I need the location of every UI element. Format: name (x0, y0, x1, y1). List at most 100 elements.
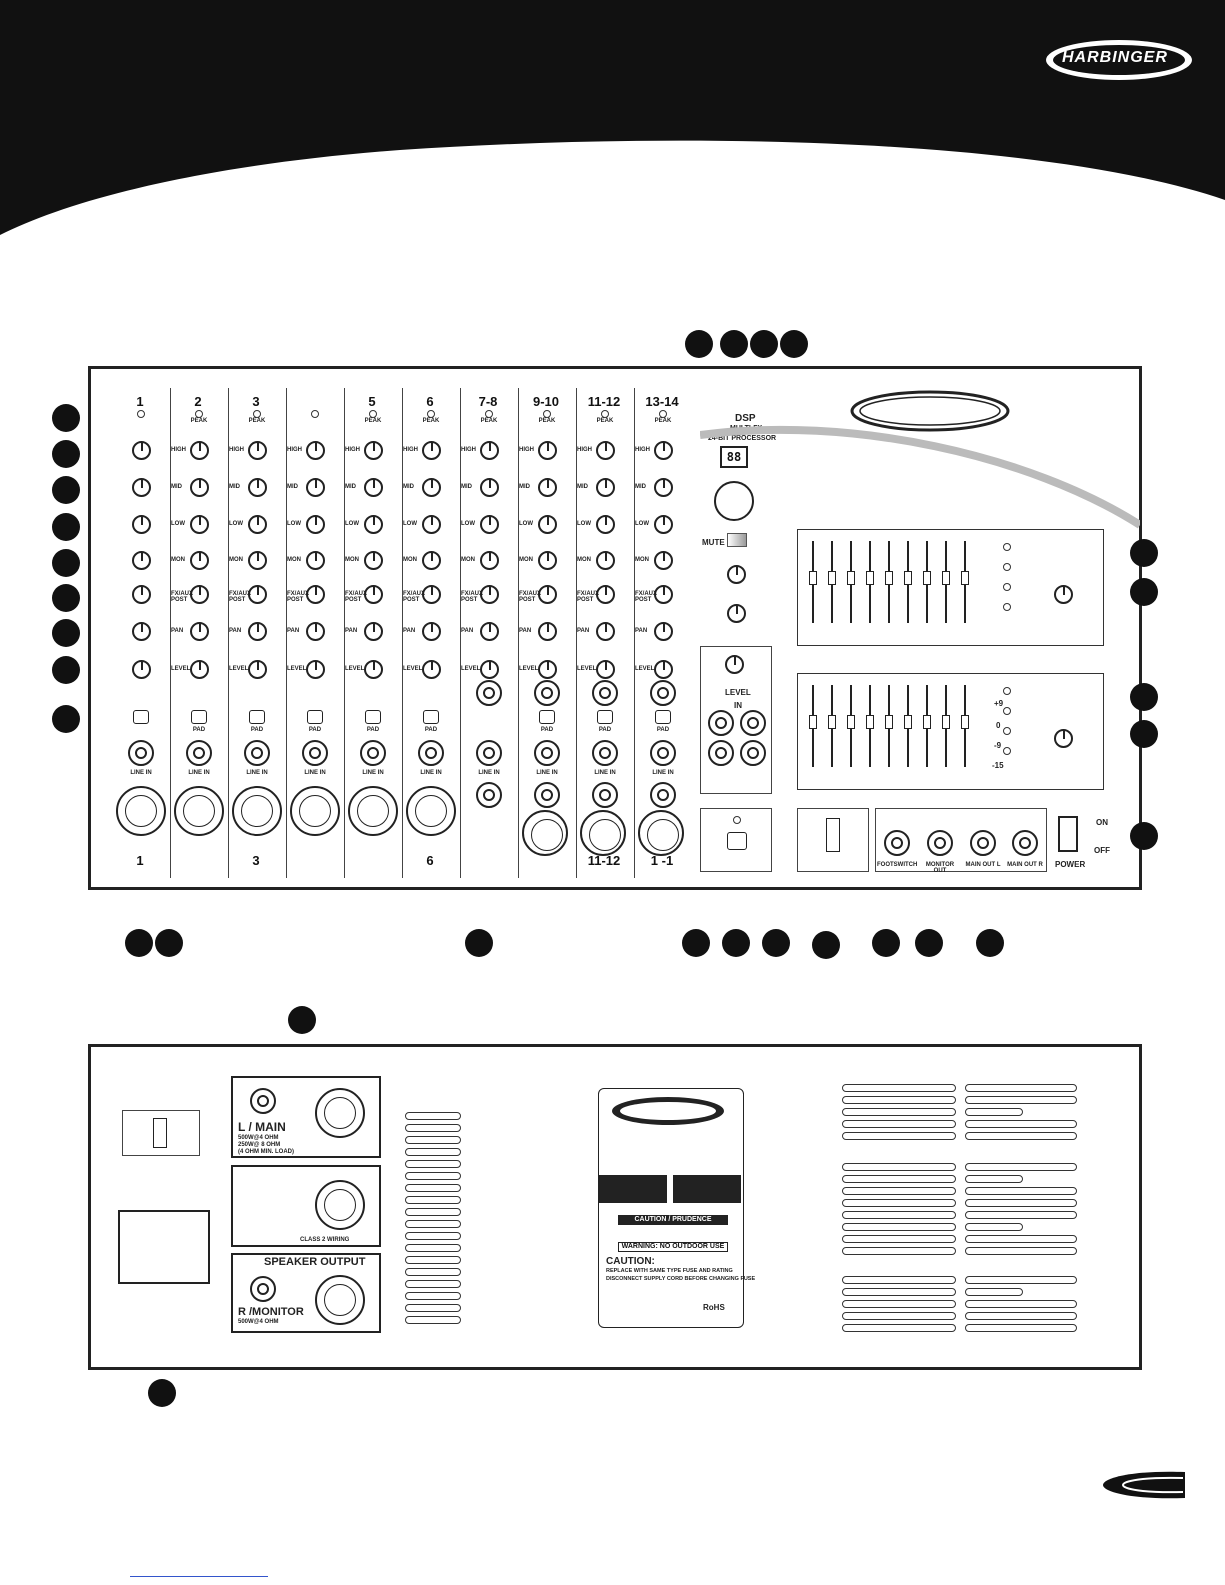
channel-knob[interactable] (538, 585, 557, 604)
channel-knob[interactable] (422, 660, 441, 679)
eq-fader-cap[interactable] (847, 571, 855, 585)
mute-button[interactable] (727, 533, 747, 547)
channel-knob[interactable] (364, 515, 383, 534)
channel-knob[interactable] (190, 551, 209, 570)
eq-fader-cap[interactable] (809, 571, 817, 585)
pad-button[interactable] (655, 710, 671, 724)
rca-jack-r[interactable] (740, 740, 766, 766)
mic-in-xlr[interactable] (406, 786, 456, 836)
channel-knob[interactable] (654, 660, 673, 679)
mic-in-xlr[interactable] (580, 810, 626, 856)
channel-knob[interactable] (248, 515, 267, 534)
line-in-jack[interactable] (476, 740, 502, 766)
mic-in-xlr[interactable] (290, 786, 340, 836)
line-in-jack[interactable] (360, 740, 386, 766)
eq-monitor-level-knob[interactable] (1054, 729, 1073, 748)
fx-return-jack-l[interactable] (708, 710, 734, 736)
channel-knob[interactable] (248, 551, 267, 570)
line-in-jack[interactable] (418, 740, 444, 766)
channel-knob[interactable] (596, 660, 615, 679)
pad-button[interactable] (597, 710, 613, 724)
channel-knob[interactable] (480, 551, 499, 570)
channel-knob[interactable] (364, 622, 383, 641)
channel-knob[interactable] (132, 515, 151, 534)
l-main-speakon[interactable] (315, 1088, 365, 1138)
line-in-jack-3[interactable] (592, 782, 618, 808)
channel-knob[interactable] (480, 585, 499, 604)
mic-in-xlr[interactable] (116, 786, 166, 836)
eq-fader-cap[interactable] (961, 571, 969, 585)
l-main-jack[interactable] (250, 1088, 276, 1114)
line-in-jack[interactable] (650, 740, 676, 766)
channel-knob[interactable] (480, 441, 499, 460)
eq-fader-cap[interactable] (885, 715, 893, 729)
fx-aux-main-knob[interactable] (727, 604, 746, 623)
channel-knob[interactable] (190, 478, 209, 497)
channel-knob[interactable] (480, 515, 499, 534)
channel-knob[interactable] (306, 441, 325, 460)
r-monitor-speakon[interactable] (315, 1275, 365, 1325)
mic-in-xlr[interactable] (348, 786, 398, 836)
line-in-jack-2[interactable] (534, 680, 560, 706)
channel-knob[interactable] (538, 622, 557, 641)
pad-button[interactable] (365, 710, 381, 724)
channel-knob[interactable] (306, 622, 325, 641)
channel-knob[interactable] (248, 478, 267, 497)
pad-button[interactable] (539, 710, 555, 724)
channel-knob[interactable] (364, 585, 383, 604)
line-in-jack[interactable] (186, 740, 212, 766)
channel-knob[interactable] (132, 660, 151, 679)
channel-knob[interactable] (364, 551, 383, 570)
channel-knob[interactable] (190, 622, 209, 641)
line-in-jack[interactable] (128, 740, 154, 766)
line-in-jack-2[interactable] (650, 680, 676, 706)
eq-fader-cap[interactable] (961, 715, 969, 729)
eq-fader-cap[interactable] (942, 571, 950, 585)
main-out-l-jack[interactable] (970, 830, 996, 856)
footswitch-jack[interactable] (884, 830, 910, 856)
channel-knob[interactable] (306, 660, 325, 679)
pad-button[interactable] (191, 710, 207, 724)
channel-knob[interactable] (248, 660, 267, 679)
channel-knob[interactable] (596, 551, 615, 570)
channel-knob[interactable] (422, 515, 441, 534)
pad-button[interactable] (423, 710, 439, 724)
line-in-jack-2[interactable] (592, 680, 618, 706)
channel-knob[interactable] (538, 515, 557, 534)
eq-fader-cap[interactable] (866, 571, 874, 585)
channel-knob[interactable] (364, 441, 383, 460)
iec-power-inlet[interactable] (118, 1210, 210, 1284)
line-in-jack-3[interactable] (476, 782, 502, 808)
pad-button[interactable] (307, 710, 323, 724)
eq-main-level-knob[interactable] (1054, 585, 1073, 604)
channel-knob[interactable] (132, 622, 151, 641)
line-in-jack-3[interactable] (534, 782, 560, 808)
fx-return-jack-r[interactable] (740, 710, 766, 736)
eq-fader-cap[interactable] (809, 715, 817, 729)
channel-knob[interactable] (190, 515, 209, 534)
pad-button[interactable] (249, 710, 265, 724)
channel-knob[interactable] (190, 441, 209, 460)
bridge-speakon[interactable] (315, 1180, 365, 1230)
monitor-out-jack[interactable] (927, 830, 953, 856)
channel-knob[interactable] (190, 660, 209, 679)
eq-fader-cap[interactable] (885, 571, 893, 585)
phantom-switch[interactable] (727, 832, 747, 850)
eq-fader-cap[interactable] (828, 571, 836, 585)
channel-knob[interactable] (654, 551, 673, 570)
channel-knob[interactable] (596, 622, 615, 641)
fx-aux-mon-knob[interactable] (727, 565, 746, 584)
channel-knob[interactable] (654, 441, 673, 460)
fx-return-level-knob[interactable] (725, 655, 744, 674)
mic-in-xlr[interactable] (174, 786, 224, 836)
line-in-jack-3[interactable] (650, 782, 676, 808)
r-monitor-jack[interactable] (250, 1276, 276, 1302)
channel-knob[interactable] (422, 478, 441, 497)
line-in-jack-2[interactable] (476, 680, 502, 706)
eq-fader-cap[interactable] (866, 715, 874, 729)
eq-fader-cap[interactable] (904, 571, 912, 585)
channel-knob[interactable] (538, 441, 557, 460)
channel-knob[interactable] (306, 478, 325, 497)
eq-fader-cap[interactable] (923, 715, 931, 729)
channel-knob[interactable] (306, 515, 325, 534)
